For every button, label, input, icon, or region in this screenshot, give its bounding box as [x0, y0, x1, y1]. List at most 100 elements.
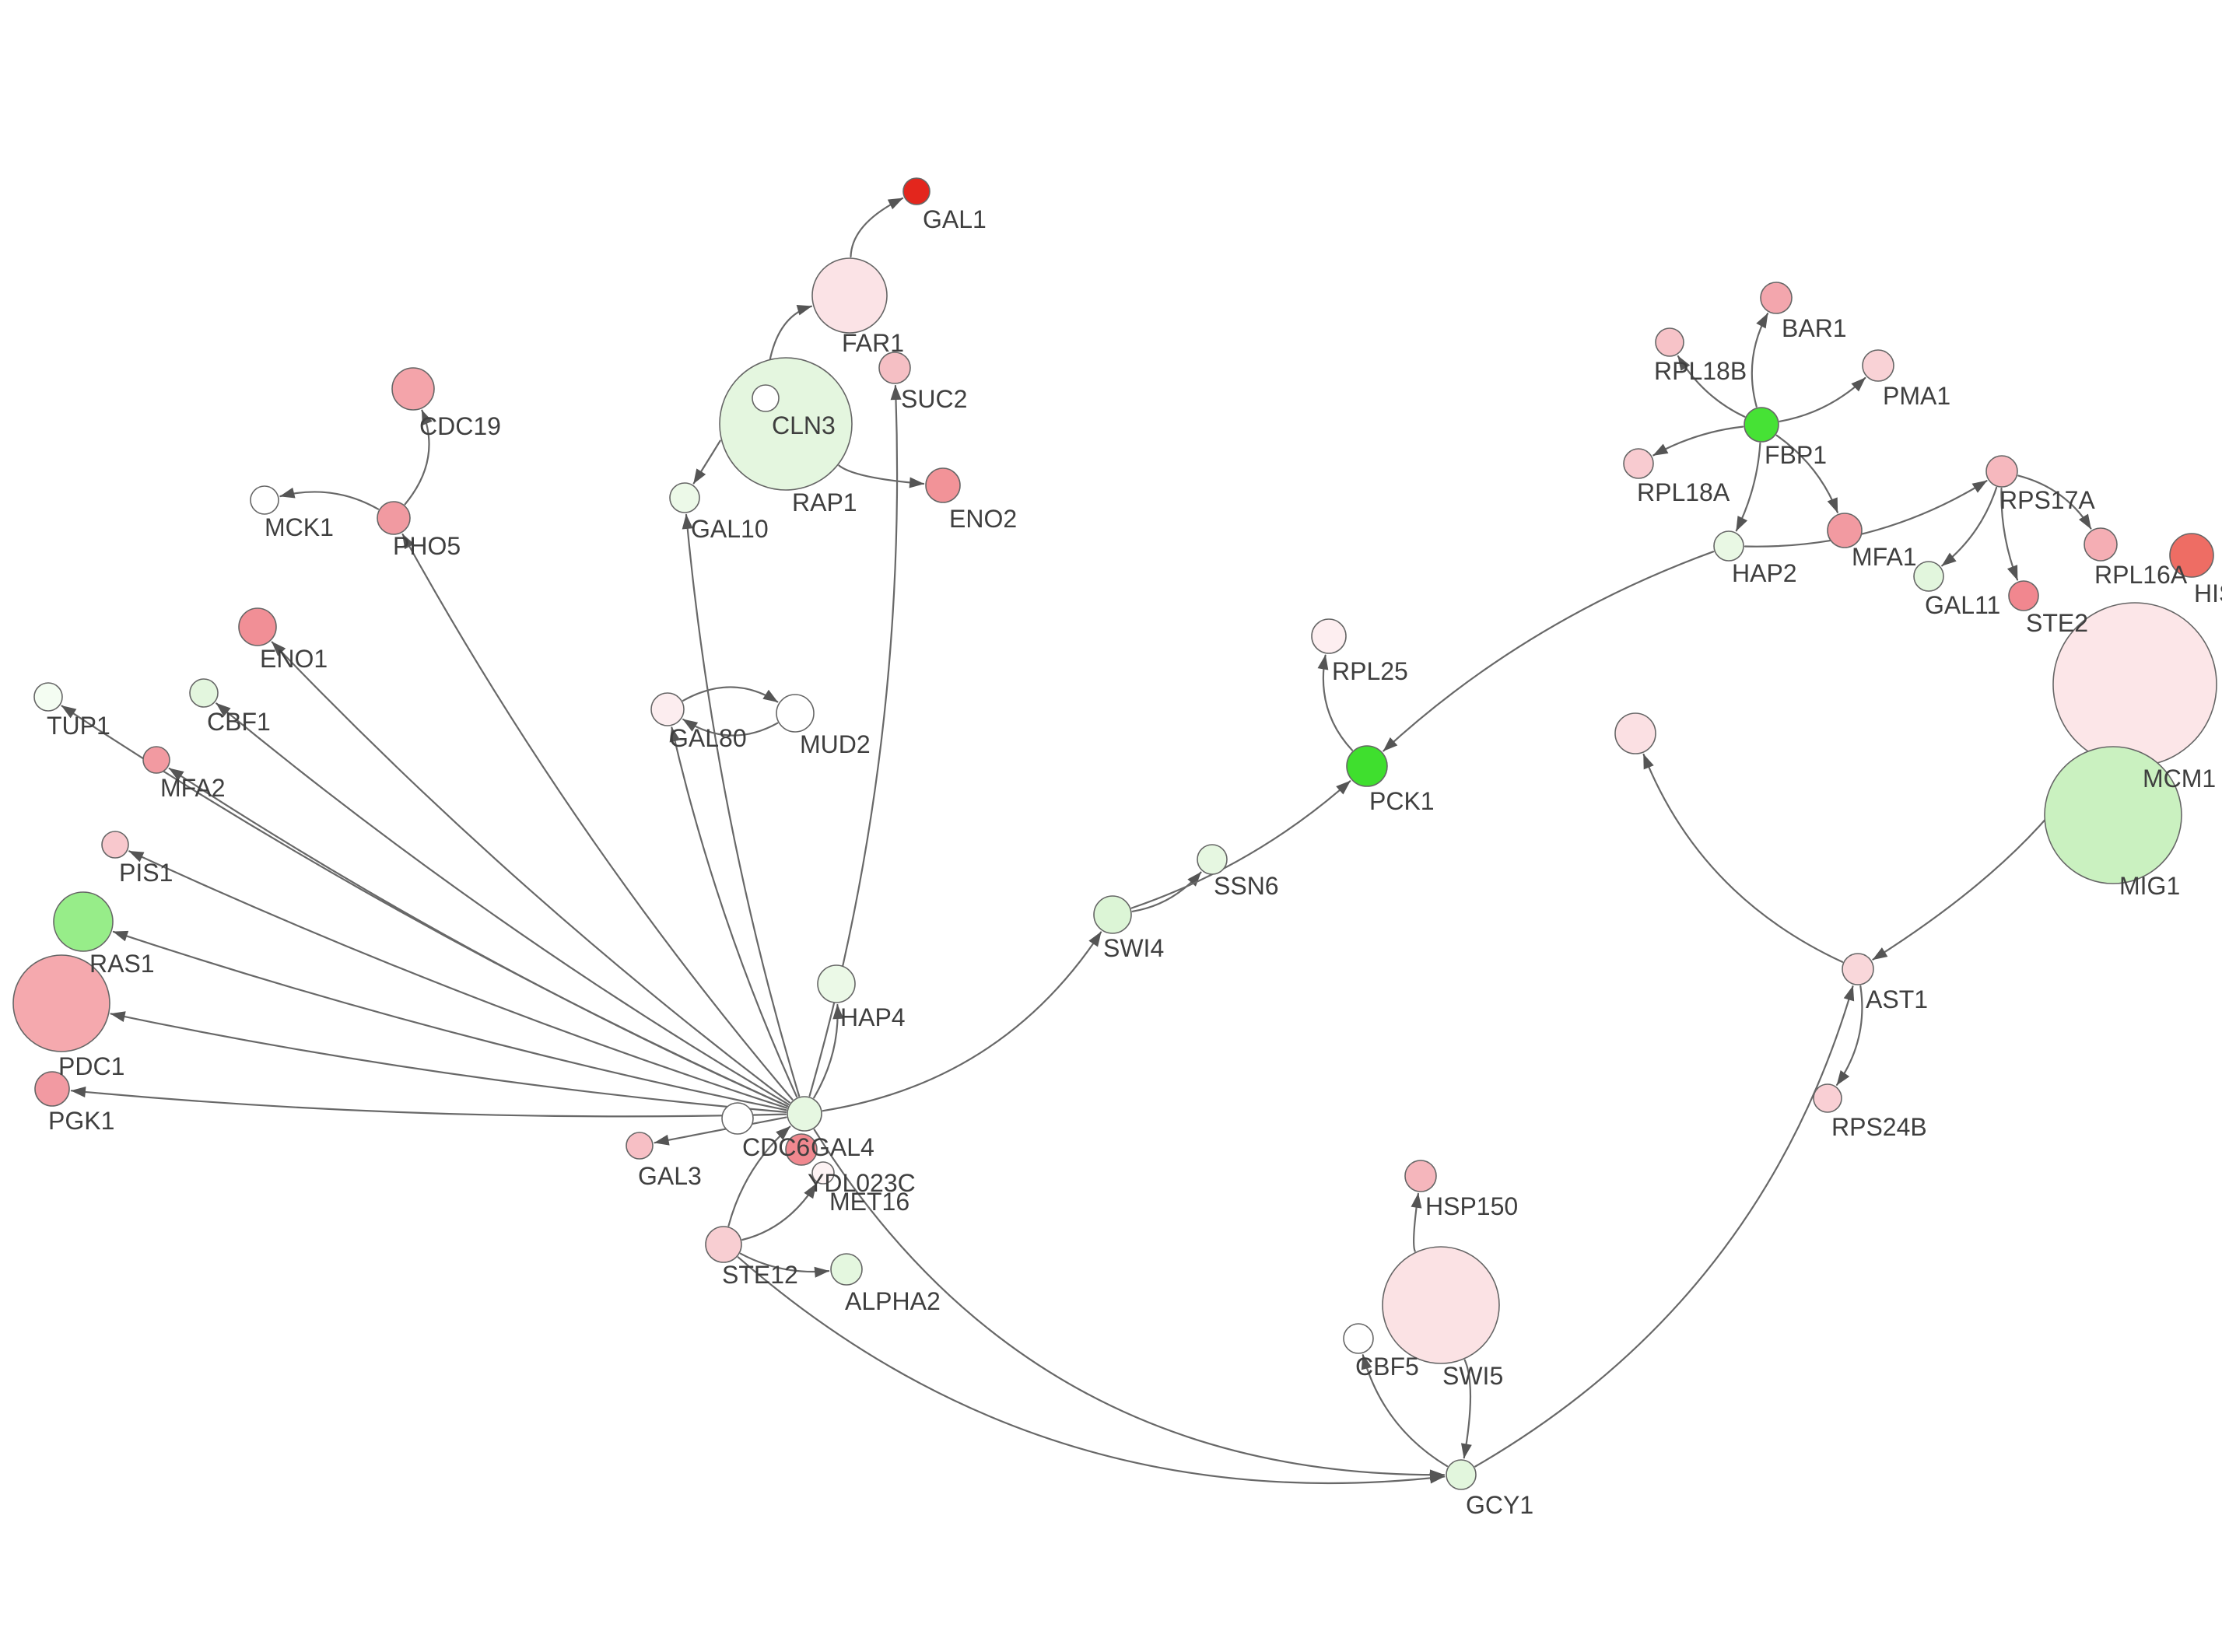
- node-pho5[interactable]: [377, 501, 411, 535]
- node-label-tup1: TUP1: [47, 712, 110, 740]
- node-mck1[interactable]: [250, 485, 279, 515]
- edge-ste12-alpha2: [739, 1252, 830, 1278]
- node-cln3[interactable]: [752, 384, 780, 412]
- edge-swi5-hsp150: [1411, 1192, 1422, 1252]
- node-label-gcy1: GCY1: [1466, 1491, 1533, 1519]
- node-tup1[interactable]: [33, 682, 63, 712]
- node-label-cdc19: CDC19: [419, 412, 501, 440]
- node-ste2[interactable]: [2008, 580, 2039, 611]
- node-gal3[interactable]: [626, 1132, 654, 1160]
- node-label-cbf5: CBF5: [1355, 1353, 1419, 1381]
- node-label-pdc1: PDC1: [58, 1052, 124, 1080]
- node-pma1[interactable]: [1862, 349, 1894, 382]
- node-gal10[interactable]: [669, 482, 700, 513]
- node-label-rpl18b: RPL18B: [1654, 357, 1747, 385]
- node-label-ste2: STE2: [2026, 609, 2088, 637]
- node-far1[interactable]: [811, 257, 888, 334]
- node-gal4[interactable]: [787, 1096, 822, 1132]
- node-fbp1[interactable]: [1744, 407, 1779, 443]
- node-label-pck1: PCK1: [1369, 787, 1435, 815]
- node-bar1[interactable]: [1760, 282, 1793, 314]
- node-hap2[interactable]: [1713, 530, 1744, 562]
- node-label-ydl023c: YDL023C: [808, 1169, 916, 1197]
- node-label-swi5: SWI5: [1442, 1362, 1503, 1390]
- edge-gal4-mfa2: [168, 767, 789, 1108]
- node-label-rpl18a: RPL18A: [1637, 478, 1730, 506]
- node-ssn6[interactable]: [1197, 844, 1228, 875]
- edge-ast1-unlabeled-1: [1642, 753, 1844, 963]
- node-cdc19[interactable]: [391, 367, 435, 411]
- node-met16[interactable]: [811, 1161, 835, 1185]
- node-rpl25[interactable]: [1311, 618, 1347, 654]
- node-rps17a[interactable]: [1985, 455, 2018, 488]
- node-gal11[interactable]: [1913, 561, 1944, 592]
- node-label-ste12: STE12: [722, 1261, 798, 1289]
- edge-pho5-mck1: [279, 487, 380, 510]
- node-label-rps24b: RPS24B: [1831, 1113, 1927, 1141]
- node-label-alpha2: ALPHA2: [845, 1287, 941, 1315]
- edge-rps17a-rpl16a: [2017, 474, 2092, 530]
- node-label-ras1: RAS1: [89, 950, 155, 978]
- edge-mud2-gal80: [682, 718, 779, 737]
- node-label-hap2: HAP2: [1732, 559, 1797, 587]
- node-label-met16: MET16: [829, 1188, 909, 1216]
- node-rpl18b[interactable]: [1655, 327, 1684, 357]
- edge-swi4-ssn6: [1131, 871, 1202, 912]
- node-label-mck1: MCK1: [265, 513, 334, 541]
- edge-fbp1-bar1: [1751, 313, 1769, 408]
- node-label-ssn6: SSN6: [1214, 872, 1279, 900]
- edge-gal4-gal3: [654, 1116, 787, 1146]
- node-pck1[interactable]: [1346, 745, 1388, 787]
- edge-gal4-gal80: [669, 726, 798, 1098]
- node-eno2[interactable]: [925, 467, 961, 503]
- edge-pho5-cdc19: [404, 409, 433, 506]
- node-unlabeled-1[interactable]: [1614, 712, 1656, 754]
- node-gal1[interactable]: [902, 177, 931, 205]
- node-label-mcm1: MCM1: [2143, 765, 2216, 793]
- edge-gal4-swi4: [822, 931, 1102, 1112]
- edge-gal4-ras1: [112, 930, 787, 1111]
- node-pis1[interactable]: [101, 831, 129, 859]
- node-mfa1[interactable]: [1827, 513, 1863, 548]
- edge-ast1-rps24b: [1836, 985, 1863, 1086]
- node-label-pho5: PHO5: [393, 532, 461, 560]
- node-swi4[interactable]: [1093, 895, 1132, 934]
- node-hap4[interactable]: [817, 964, 856, 1003]
- node-gal80[interactable]: [650, 692, 685, 726]
- node-cbf1[interactable]: [189, 678, 219, 708]
- node-hsp150[interactable]: [1404, 1160, 1437, 1192]
- node-his4[interactable]: [2169, 533, 2214, 578]
- node-suc2[interactable]: [878, 352, 911, 384]
- edge-hap2-rps17a: [1744, 480, 1988, 548]
- node-mfa2[interactable]: [142, 746, 170, 774]
- node-mig1[interactable]: [2044, 746, 2182, 884]
- node-alpha2[interactable]: [830, 1253, 863, 1286]
- node-pdc1[interactable]: [12, 954, 110, 1052]
- node-rps24b[interactable]: [1813, 1083, 1842, 1113]
- node-pgk1[interactable]: [34, 1071, 70, 1107]
- node-gcy1[interactable]: [1446, 1459, 1477, 1490]
- node-mud2[interactable]: [776, 694, 815, 733]
- edge-swi4-pck1: [1130, 780, 1351, 909]
- node-swi5[interactable]: [1382, 1246, 1500, 1364]
- node-ras1[interactable]: [53, 891, 114, 952]
- node-rap1[interactable]: [719, 357, 853, 491]
- node-rpl16a[interactable]: [2084, 527, 2118, 562]
- node-label-hsp150: HSP150: [1425, 1192, 1518, 1220]
- node-ste12[interactable]: [705, 1226, 742, 1263]
- node-ast1[interactable]: [1842, 953, 1874, 985]
- edge-gal4-hap4: [813, 1003, 844, 1099]
- edge-rps17a-gal11: [1941, 486, 1998, 567]
- node-cbf5[interactable]: [1343, 1323, 1374, 1354]
- node-ydl023c[interactable]: [785, 1133, 818, 1166]
- edge-fbp1-mfa1: [1775, 434, 1838, 513]
- node-eno1[interactable]: [238, 607, 277, 646]
- node-label-pis1: PIS1: [119, 859, 173, 887]
- node-rpl18a[interactable]: [1623, 448, 1654, 479]
- node-cdc6[interactable]: [721, 1102, 754, 1135]
- node-label-gal1: GAL1: [923, 205, 987, 233]
- edge-fbp1-rpl18b: [1677, 355, 1746, 418]
- edge-pck1-rpl25: [1317, 654, 1353, 751]
